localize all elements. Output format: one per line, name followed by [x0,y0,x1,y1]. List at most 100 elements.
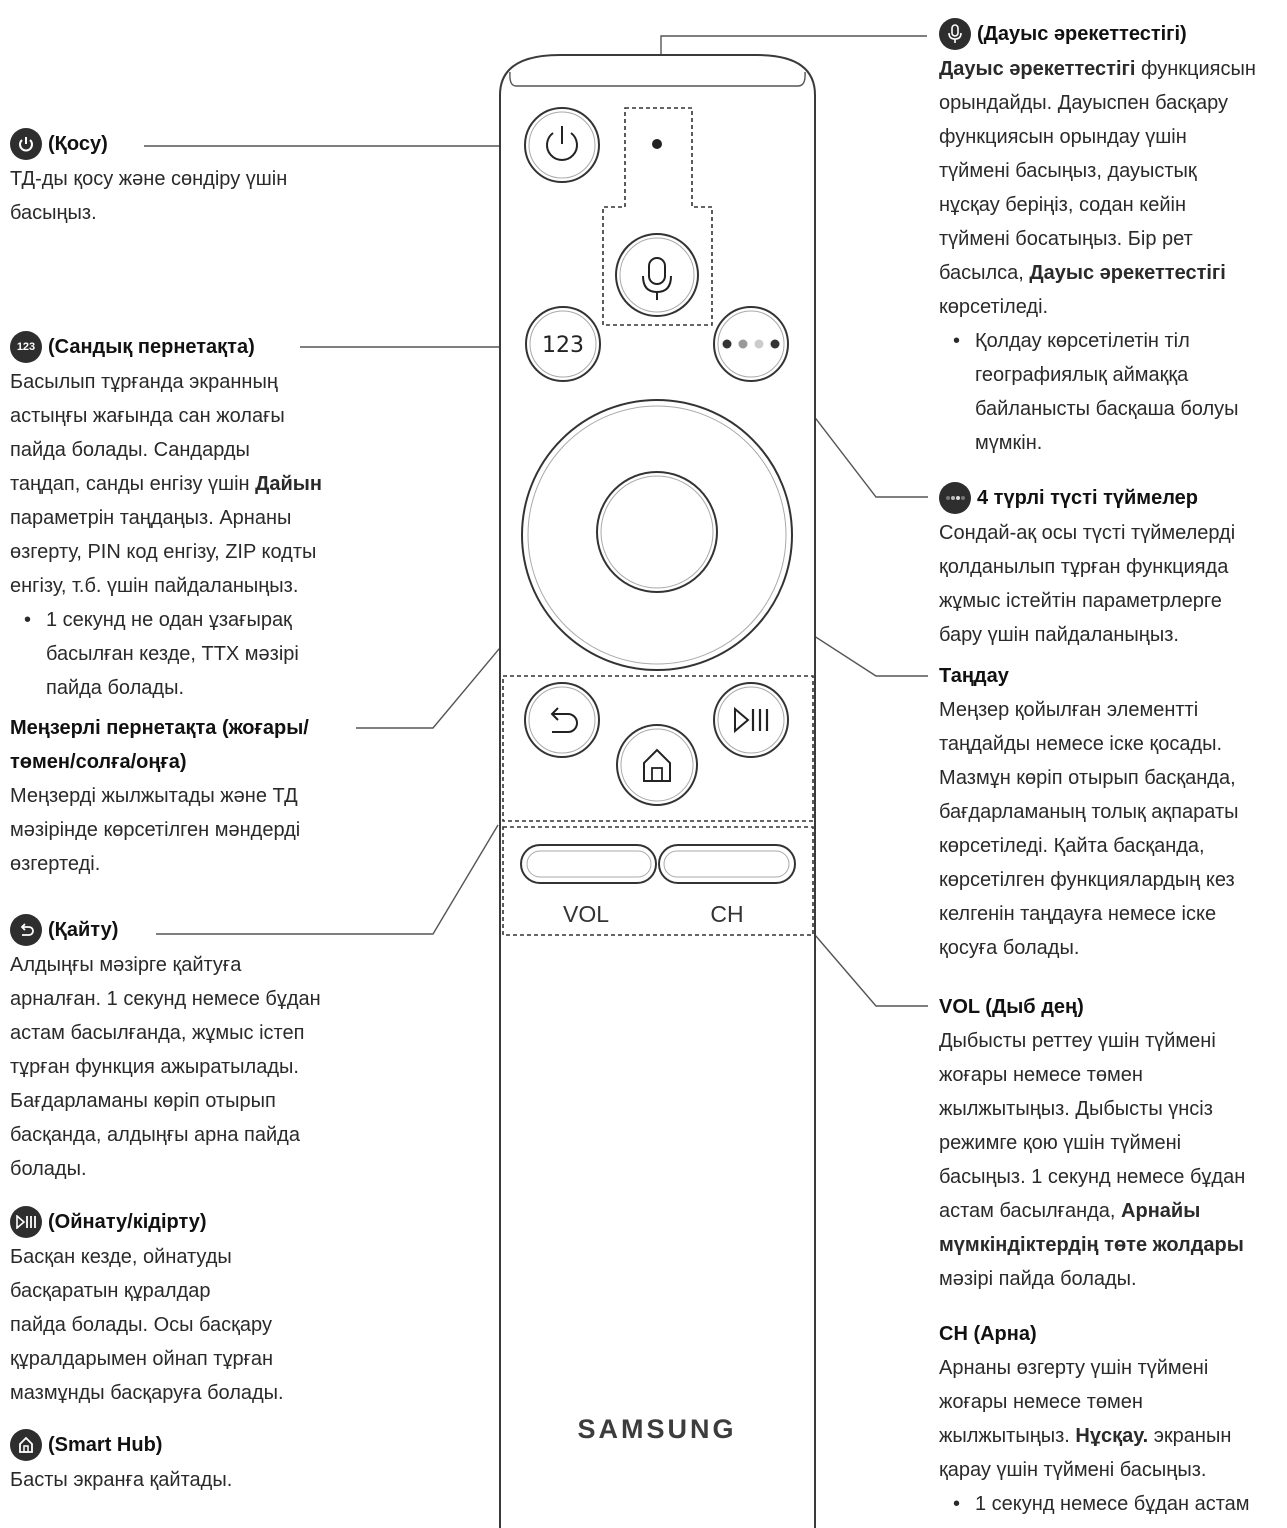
home-icon [10,1429,42,1461]
power-icon [10,128,42,160]
voice-line-3: функциясын орындау үшін [939,126,1187,148]
ch-line-1: Арнаны өзгерту үшін түймені [939,1357,1209,1379]
channel-title: CH (Арна) [939,1323,1037,1345]
select-line-1: Меңзер қойылған элементті [939,699,1199,721]
home-title: (Smart Hub) [48,1434,163,1456]
voice-line-5: нұсқау беріңіз, содан кейін [939,194,1187,216]
select-description: Таңдау Меңзер қойылған элементті таңдайд… [939,659,1287,965]
channel-description: CH (Арна) Арнаны өзгерту үшін түймені жо… [939,1317,1287,1521]
return-line-4: тұрған функция ажыратылады. [10,1056,299,1078]
return-line-1: Алдыңғы мәзірге қайтуға [10,954,242,976]
numeric-title: (Сандық пернетақта) [48,336,255,358]
power-button[interactable] [524,107,600,183]
mic-dashed-area [602,107,713,326]
select-line-5: көрсетіледі. Қайта басқанда, [939,835,1205,857]
vol-line-6: астам басылғанда, Арнайы [939,1194,1287,1228]
numeric-line-1: Басылып тұрғанда экранның [10,371,278,393]
numeric-line-4: таңдап, санды енгізу үшін Дайын [10,467,360,501]
power-line-2: басыңыз. [10,202,97,224]
voice-bullet-line-4: мүмкін. [975,432,1043,454]
dpad-line-2: мәзірінде көрсетілген мәндерді [10,819,301,841]
home-button[interactable] [616,724,698,806]
numeric-line-7: енгізу, т.б. үшін пайдаланыңыз. [10,575,299,597]
power-title: (Қосу) [48,133,108,155]
color-line-3: жұмыс істейтін параметрлерге [939,590,1222,612]
play-pause-title: (Ойнату/кідірту) [48,1211,207,1233]
volume-rocker[interactable] [520,844,657,884]
voice-title: (Дауыс әрекеттестігі) [977,23,1187,45]
numeric-ready-term: Дайын [255,473,322,495]
return-heading: (Қайту) [10,912,360,948]
voice-line-2: орындайды. Дауыспен басқару [939,92,1229,114]
numeric-icon: 123 [10,331,42,363]
color-dots-icon [939,482,971,514]
select-line-8: қосуға болады. [939,937,1080,959]
play-line-5: мазмұнды басқаруға болады. [10,1382,284,1404]
home-heading: (Smart Hub) [10,1427,360,1463]
select-line-2: таңдайды немесе іске қосады. [939,733,1223,755]
return-button[interactable] [524,682,600,758]
dpad-description: Меңзерлі пернетақта (жоғары/ төмен/солға… [10,711,360,881]
brand-logo: SAMSUNG [577,1414,736,1444]
nav-buttons-dashed-area [502,675,814,822]
vol-term-1: Арнайы [1121,1200,1201,1222]
vol-term-2: мүмкіндіктердің төте жолдары [939,1234,1244,1256]
vol-line-5: басыңыз. 1 секунд немесе бұдан [939,1166,1246,1188]
play-pause-description: (Ойнату/кідірту) Басқан кезде, ойнатуды … [10,1204,360,1410]
numeric-button-label: 123 [542,333,584,358]
select-line-3: Мазмұн көріп отырып басқанда, [939,767,1236,789]
voice-bullet-line-2: географиялық аймаққа [975,364,1189,386]
numeric-button[interactable]: 123 [525,306,601,382]
home-description: (Smart Hub) Басты экранға қайтады. [10,1427,360,1497]
voice-term-2: Дауыс әрекеттестігі [1029,262,1226,284]
microphone-icon [939,18,971,50]
numeric-line-5: параметрін таңдаңыз. Арнаны [10,507,292,529]
play-line-1: Басқан кезде, ойнатуды [10,1246,232,1268]
ch-guide-term: Нұсқау. [1075,1425,1149,1447]
ch-line-2: жоғары немесе төмен [939,1391,1143,1413]
color-button[interactable] [713,306,789,382]
voice-button[interactable] [615,233,699,317]
voice-line-7-text: басылса, [939,262,1030,284]
play-pause-button[interactable] [713,682,789,758]
volume-description: VOL (Дыб дең) Дыбысты реттеу үшін түймен… [939,990,1287,1296]
channel-rocker[interactable] [658,844,796,884]
power-line-1: ТД-ды қосу және сөндіру үшін [10,168,288,190]
vol-line-3: жылжытыңыз. Дыбысты үнсіз [939,1098,1213,1120]
color-buttons-description: 4 түрлі түсті түймелер Сондай-ақ осы түс… [939,480,1287,652]
mic-hole [652,139,662,149]
numeric-line-3: пайда болады. Сандарды [10,439,250,461]
voice-heading: (Дауыс әрекеттестігі) [939,16,1287,52]
channel-label: CH [710,901,743,927]
return-line-6: басқанда, алдыңғы арна пайда [10,1124,300,1146]
numeric-line-6: өзгерту, PIN код енгізу, ZIP кодты [10,541,317,563]
play-pause-icon [10,1206,42,1238]
numeric-description: 123 (Сандық пернетақта) Басылып тұрғанда… [10,329,360,705]
vol-line-4: режимге қою үшін түймені [939,1132,1182,1154]
select-button[interactable] [596,471,718,593]
ch-line-4: қарау үшін түймені басыңыз. [939,1459,1207,1481]
ch-line-3-text: жылжытыңыз. [939,1425,1076,1447]
power-heading: (Қосу) [10,126,350,162]
color-title: 4 түрлі түсті түймелер [977,487,1198,509]
select-line-7: келгенін таңдауға немесе іске [939,903,1217,925]
voice-term-1: Дауыс әрекеттестігі [939,58,1136,80]
dpad-title-line-1: Меңзерлі пернетақта (жоғары/ [10,717,309,739]
dpad-line-3: өзгертеді. [10,853,101,875]
voice-description: (Дауыс әрекеттестігі) Дауыс әрекеттестіг… [939,16,1287,460]
numeric-heading: 123 (Сандық пернетақта) [10,329,360,365]
voice-line-6: түймені босатыңыз. Бір рет [939,228,1193,250]
ch-bullet: 1 секунд немесе бұдан астам [939,1487,1287,1521]
play-line-4: құралдарымен ойнап тұрған [10,1348,274,1370]
return-line-5: Бағдарламаны көріп отырып [10,1090,276,1112]
vol-line-1: Дыбысты реттеу үшін түймені [939,1030,1216,1052]
numeric-line-4-text: таңдап, санды енгізу үшін [10,473,256,495]
volume-label: VOL [563,901,609,927]
voice-line-1: Дауыс әрекеттестігі функциясын [939,52,1287,86]
return-icon [10,914,42,946]
numeric-line-2: астыңғы жағында сан жолағы [10,405,285,427]
vol-line-8: мәзірі пайда болады. [939,1268,1137,1290]
vol-line-2: жоғары немесе төмен [939,1064,1143,1086]
voice-line-8: көрсетіледі. [939,296,1049,318]
